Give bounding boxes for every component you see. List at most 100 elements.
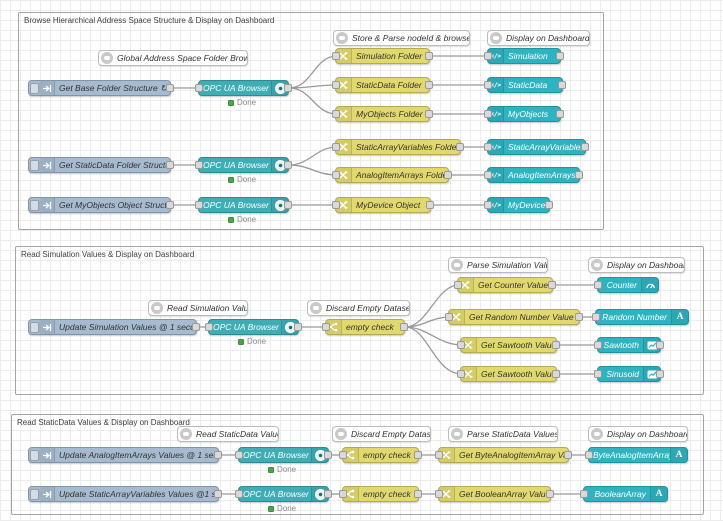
output-port[interactable] bbox=[166, 201, 174, 209]
input-port[interactable] bbox=[592, 313, 600, 321]
ui-template-node-staticdata[interactable]: </> StaticData bbox=[484, 77, 566, 93]
change-node-myobjects-folder[interactable]: MyObjects Folder bbox=[332, 106, 433, 122]
output-port[interactable] bbox=[284, 84, 292, 92]
wire[interactable] bbox=[288, 55, 338, 89]
input-port[interactable] bbox=[457, 341, 465, 349]
switch-node-empty-check-3[interactable]: empty check bbox=[339, 486, 422, 502]
wire[interactable] bbox=[288, 146, 338, 166]
opcua-browser-node-2[interactable]: OPC UA Browser bbox=[195, 157, 292, 173]
output-port[interactable] bbox=[548, 281, 556, 289]
output-port[interactable] bbox=[426, 201, 434, 209]
inject-button[interactable] bbox=[30, 449, 39, 461]
wire[interactable] bbox=[404, 284, 460, 328]
opcua-browser-node-4[interactable]: OPC UA Browser bbox=[205, 319, 302, 335]
output-port[interactable] bbox=[214, 451, 222, 459]
output-port[interactable] bbox=[575, 171, 583, 179]
comment-node-parse-staticdata[interactable]: Parse StaticData Values bbox=[448, 426, 558, 442]
ui-template-node-myobjects[interactable]: </> MyObjects bbox=[484, 106, 564, 122]
input-port[interactable] bbox=[484, 52, 492, 60]
inject-node-update-staticarray[interactable]: Update StaticArrayVariables Values @1 se… bbox=[28, 486, 222, 502]
input-port[interactable] bbox=[195, 161, 203, 169]
input-port[interactable] bbox=[594, 281, 602, 289]
opcua-browser-node-1[interactable]: OPC UA Browser bbox=[195, 80, 292, 96]
input-port[interactable] bbox=[435, 490, 443, 498]
change-node-analogitem-folder[interactable]: AnalogItemArrays Folder bbox=[332, 167, 452, 183]
ui-text-node-booleanarray[interactable]: BooleanArray A bbox=[580, 486, 668, 502]
change-node-get-sawtooth-1[interactable]: Get Sawtooth Value bbox=[457, 337, 560, 353]
ui-template-node-staticarray[interactable]: </> StaticArrayVariables bbox=[484, 139, 589, 155]
output-port[interactable] bbox=[552, 341, 560, 349]
output-port[interactable] bbox=[546, 490, 554, 498]
output-port[interactable] bbox=[556, 52, 564, 60]
change-node-staticdata-folder[interactable]: StaticData Folder bbox=[332, 77, 433, 93]
comment-node-read-staticdata[interactable]: Read StaticData Values bbox=[177, 426, 279, 442]
change-node-get-byteanalogitemarray[interactable]: Get ByteAnalogItemArray Value bbox=[435, 447, 572, 463]
inject-node-get-myobjects[interactable]: Get MyObjects Object Structure ↻ bbox=[28, 197, 174, 213]
output-port[interactable] bbox=[400, 323, 408, 331]
change-node-mydevice-object[interactable]: MyDevice Object bbox=[332, 197, 434, 213]
ui-chart-node-sawtooth[interactable]: Sawtooth bbox=[594, 337, 664, 353]
output-port[interactable] bbox=[192, 323, 200, 331]
inject-node-get-staticdata-folder[interactable]: Get StaticData Folder Structure ↻ bbox=[28, 157, 174, 173]
comment-node-read-simulation[interactable]: Read Simulation Values bbox=[148, 300, 248, 316]
output-port[interactable] bbox=[581, 143, 589, 151]
input-port[interactable] bbox=[195, 201, 203, 209]
input-port[interactable] bbox=[594, 370, 602, 378]
output-port[interactable] bbox=[552, 370, 560, 378]
change-node-simulation-folder[interactable]: Simulation Folder bbox=[332, 48, 433, 64]
input-port[interactable] bbox=[484, 171, 492, 179]
output-port[interactable] bbox=[166, 161, 174, 169]
comment-node-global-browse[interactable]: Global Address Space Folder Browse bbox=[98, 50, 248, 66]
input-port[interactable] bbox=[235, 451, 243, 459]
group-read-staticdata[interactable]: Read StaticData Values & Display on Dash… bbox=[11, 414, 704, 515]
input-port[interactable] bbox=[332, 110, 340, 118]
wire[interactable] bbox=[288, 87, 338, 115]
input-port[interactable] bbox=[484, 81, 492, 89]
input-port[interactable] bbox=[332, 201, 340, 209]
output-port[interactable] bbox=[545, 201, 553, 209]
output-port[interactable] bbox=[414, 451, 422, 459]
input-port[interactable] bbox=[332, 81, 340, 89]
input-port[interactable] bbox=[332, 171, 340, 179]
input-port[interactable] bbox=[339, 451, 347, 459]
comment-node-discard-empty-1[interactable]: Discard Empty Datasets bbox=[307, 300, 410, 316]
change-node-get-sawtooth-2[interactable]: Get Sawtooth Value bbox=[457, 366, 560, 382]
ui-gauge-node-counter[interactable]: Counter bbox=[594, 277, 659, 293]
output-port[interactable] bbox=[425, 110, 433, 118]
ui-chart-node-sinusoid[interactable]: Sinusoid bbox=[594, 366, 664, 382]
comment-node-discard-empty-2[interactable]: Discard Empty Datasets bbox=[332, 426, 431, 442]
input-port[interactable] bbox=[484, 110, 492, 118]
output-port[interactable] bbox=[324, 451, 332, 459]
input-port[interactable] bbox=[445, 313, 453, 321]
input-port[interactable] bbox=[594, 341, 602, 349]
input-port[interactable] bbox=[332, 52, 340, 60]
output-port[interactable] bbox=[558, 81, 566, 89]
change-node-staticarray-folder[interactable]: StaticArrayVariables Folder bbox=[332, 139, 464, 155]
input-port[interactable] bbox=[205, 323, 213, 331]
inject-node-update-analogitem[interactable]: Update AnalogItemArrays Values @ 1 secon… bbox=[28, 447, 222, 463]
output-port[interactable] bbox=[556, 110, 564, 118]
output-port[interactable] bbox=[656, 341, 664, 349]
output-port[interactable] bbox=[166, 84, 174, 92]
input-port[interactable] bbox=[454, 281, 462, 289]
comment-node-parse-simulation[interactable]: Parse Simulation Values bbox=[448, 257, 548, 273]
ui-template-node-mydevice[interactable]: </> MyDevice bbox=[484, 197, 553, 213]
ui-text-node-random-number[interactable]: Random Number A bbox=[592, 309, 689, 325]
input-port[interactable] bbox=[322, 323, 330, 331]
comment-node-display-dashboard-2[interactable]: Display on Dashboard bbox=[588, 257, 685, 273]
inject-button[interactable] bbox=[30, 321, 39, 333]
ui-text-node-byteanalogitemarray[interactable]: ByteAnalogItemArray A bbox=[585, 447, 688, 463]
output-port[interactable] bbox=[284, 201, 292, 209]
input-port[interactable] bbox=[332, 143, 340, 151]
inject-button[interactable] bbox=[30, 159, 39, 171]
group-read-simulation[interactable]: Read Simulation Values & Display on Dash… bbox=[15, 246, 704, 395]
opcua-browser-node-5[interactable]: OPC UA Browser bbox=[235, 447, 332, 463]
ui-template-node-analogitem[interactable]: </> AnalogItemArrays bbox=[484, 167, 583, 183]
inject-button[interactable] bbox=[30, 488, 39, 500]
output-port[interactable] bbox=[425, 52, 433, 60]
inject-node-update-simulation[interactable]: Update Simulation Values @ 1 second ↻ bbox=[28, 319, 200, 335]
switch-node-empty-check-1[interactable]: empty check bbox=[322, 319, 408, 335]
output-port[interactable] bbox=[656, 370, 664, 378]
change-node-get-counter[interactable]: Get Counter Value bbox=[454, 277, 556, 293]
